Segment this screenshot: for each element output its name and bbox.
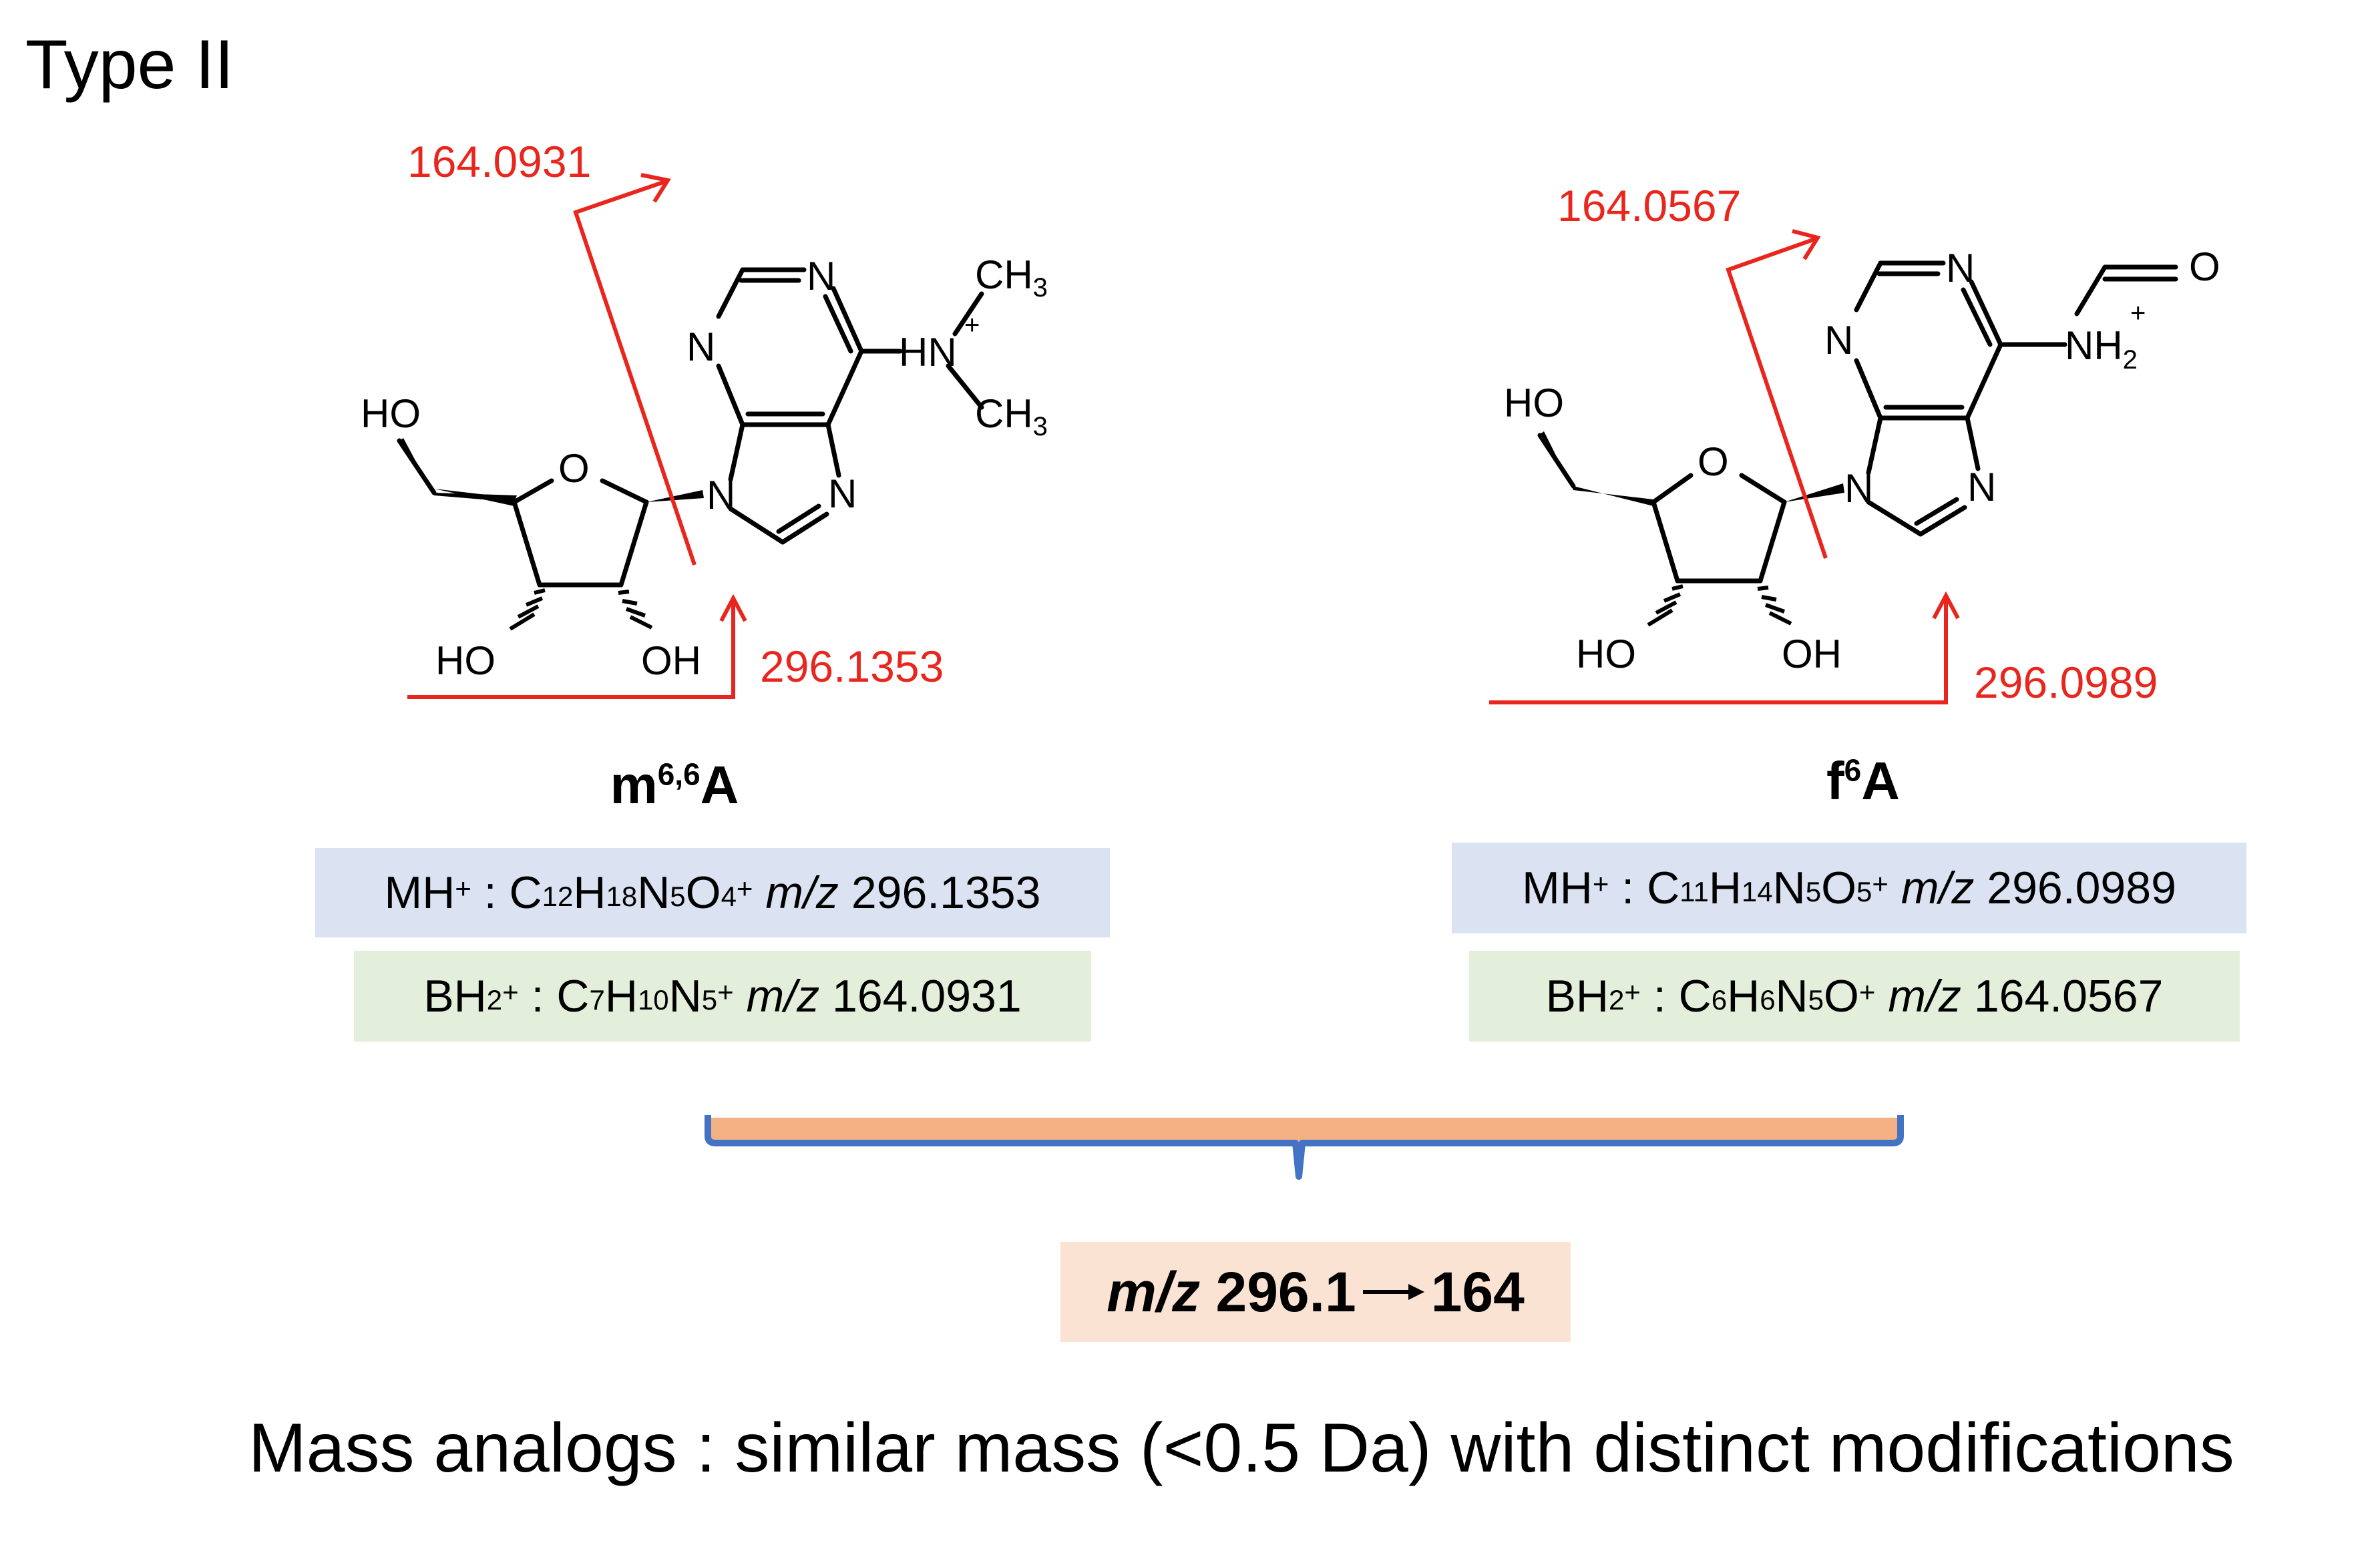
fragment-mass-bottom: 296.1353 [760,642,944,691]
arrowhead [719,594,747,622]
svg-text:HO: HO [1576,632,1636,676]
atom-label: OH [641,638,701,683]
wedge-bond [398,438,517,502]
fragment-mass-top: 164.0567 [1557,181,1742,230]
structure-m66a: HO O HO OH N N N N HN + CH3 CH3 [361,173,1048,699]
compound-name-right: f6A [1826,751,1900,811]
ribose-bond [618,499,649,588]
figure-title: Type II [25,26,234,103]
right-arrow-icon [1362,1284,1424,1300]
wedge-bond [646,490,704,502]
compound-name-left: m6,6A [610,755,739,815]
svg-text:O: O [1698,439,1729,484]
fragment-arrow-top [573,180,697,566]
svg-text:N: N [1967,465,1996,509]
atom-label: N [686,324,715,369]
svg-text:O: O [2189,244,2220,289]
ribose-bond [600,478,649,505]
svg-text:NH2: NH2 [2065,323,2138,375]
grouping-brace [705,1115,1904,1180]
svg-text:N: N [1844,466,1873,511]
fragment-mass-top: 164.0931 [407,137,592,186]
ribose-bond [512,499,542,588]
atom-label: N [707,473,735,517]
svg-text:+: + [2130,298,2146,328]
atom-label: HN [899,330,957,375]
charge-label: + [964,310,980,340]
svg-text:HO: HO [1504,381,1564,425]
svg-text:N: N [1946,246,1975,290]
structure-f6a: HO O HO OH N N N N NH2 + O [1489,229,2220,704]
svg-text:OH: OH [1782,632,1842,676]
atom-label: HO [435,638,495,683]
atom-label: CH3 [975,391,1048,441]
atom-label: N [828,471,857,516]
transition-box: m/z 296.1 164 [1060,1242,1571,1342]
ribose-bond [512,478,554,505]
fragment-mass-bottom: 296.0989 [1974,658,2158,707]
fragment-arrow-bottom [407,601,735,699]
atom-label: O [558,446,590,491]
atom-label: CH3 [975,252,1048,302]
atom-label: N [807,254,835,298]
svg-text:N: N [1824,318,1853,363]
atom-label: HO [361,391,421,436]
footer-caption: Mass analogs : similar mass (<0.5 Da) wi… [248,1409,2234,1487]
arrowhead [640,173,671,203]
